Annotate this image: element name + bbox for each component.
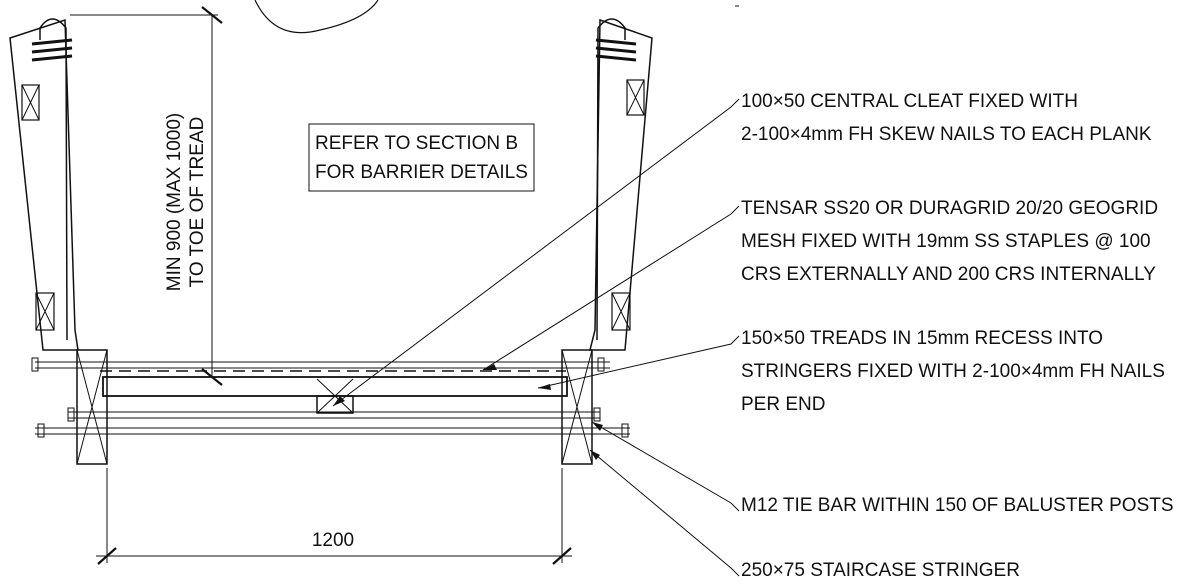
callout-tread-line-3: PER END xyxy=(741,394,825,415)
width-dimension xyxy=(96,468,572,565)
note-box xyxy=(308,123,535,192)
callout-tread-line-2: STRINGERS FIXED WITH 2-100×4mm FH NAILS xyxy=(741,361,1165,382)
callout-tread-line-1: 150×50 TREADS IN 15mm RECESS INTO xyxy=(741,328,1103,349)
vertical-dimension xyxy=(70,6,223,386)
tread-leader-arrowhead xyxy=(538,384,551,390)
note-box-line-1: REFER TO SECTION B xyxy=(315,133,518,154)
callout-tie-bar: M12 TIE BAR WITHIN 150 OF BALUSTER POSTS xyxy=(741,495,1174,516)
left-baluster-post xyxy=(9,18,79,351)
note-box-line-2: FOR BARRIER DETAILS xyxy=(315,162,528,183)
leader-lines xyxy=(332,98,740,577)
callout-cleat-line-1: 100×50 CENTRAL CLEAT FIXED WITH xyxy=(741,91,1078,112)
callout-geogrid-line-1: TENSAR SS20 OR DURAGRID 20/20 GEOGRID xyxy=(741,198,1158,219)
tie-bars xyxy=(31,357,630,438)
mesh-leader-arrowhead xyxy=(483,364,497,370)
right-stringer xyxy=(561,349,593,465)
tie-bar-leader-arrowhead xyxy=(592,422,603,431)
vertical-dimension-line-2: TO TOE OF TREAD xyxy=(187,117,208,288)
width-dimension-label: 1200 xyxy=(312,530,354,551)
partial-circle-outline xyxy=(254,0,379,34)
tread-plank xyxy=(102,376,568,397)
callout-geogrid-line-2: MESH FIXED WITH 19mm SS STAPLES @ 100 xyxy=(741,231,1151,252)
stringer-leader-arrowhead xyxy=(590,450,600,460)
callout-geogrid-line-3: CRS EXTERNALLY AND 200 CRS INTERNALLY xyxy=(741,264,1156,285)
central-cleat xyxy=(316,378,354,414)
cleat-leader-arrowhead xyxy=(333,396,345,406)
right-baluster-post xyxy=(589,18,653,351)
vertical-dimension-line-1: MIN 900 (MAX 1000) xyxy=(164,113,185,291)
callout-cleat-line-2: 2-100×4mm FH SKEW NAILS TO EACH PLANK xyxy=(741,124,1152,145)
vertical-dimension-label: MIN 900 (MAX 1000) TO TOE OF TREAD xyxy=(164,113,208,291)
left-stringer xyxy=(76,349,108,465)
callout-stringer: 250×75 STAIRCASE STRINGER xyxy=(741,560,1020,581)
